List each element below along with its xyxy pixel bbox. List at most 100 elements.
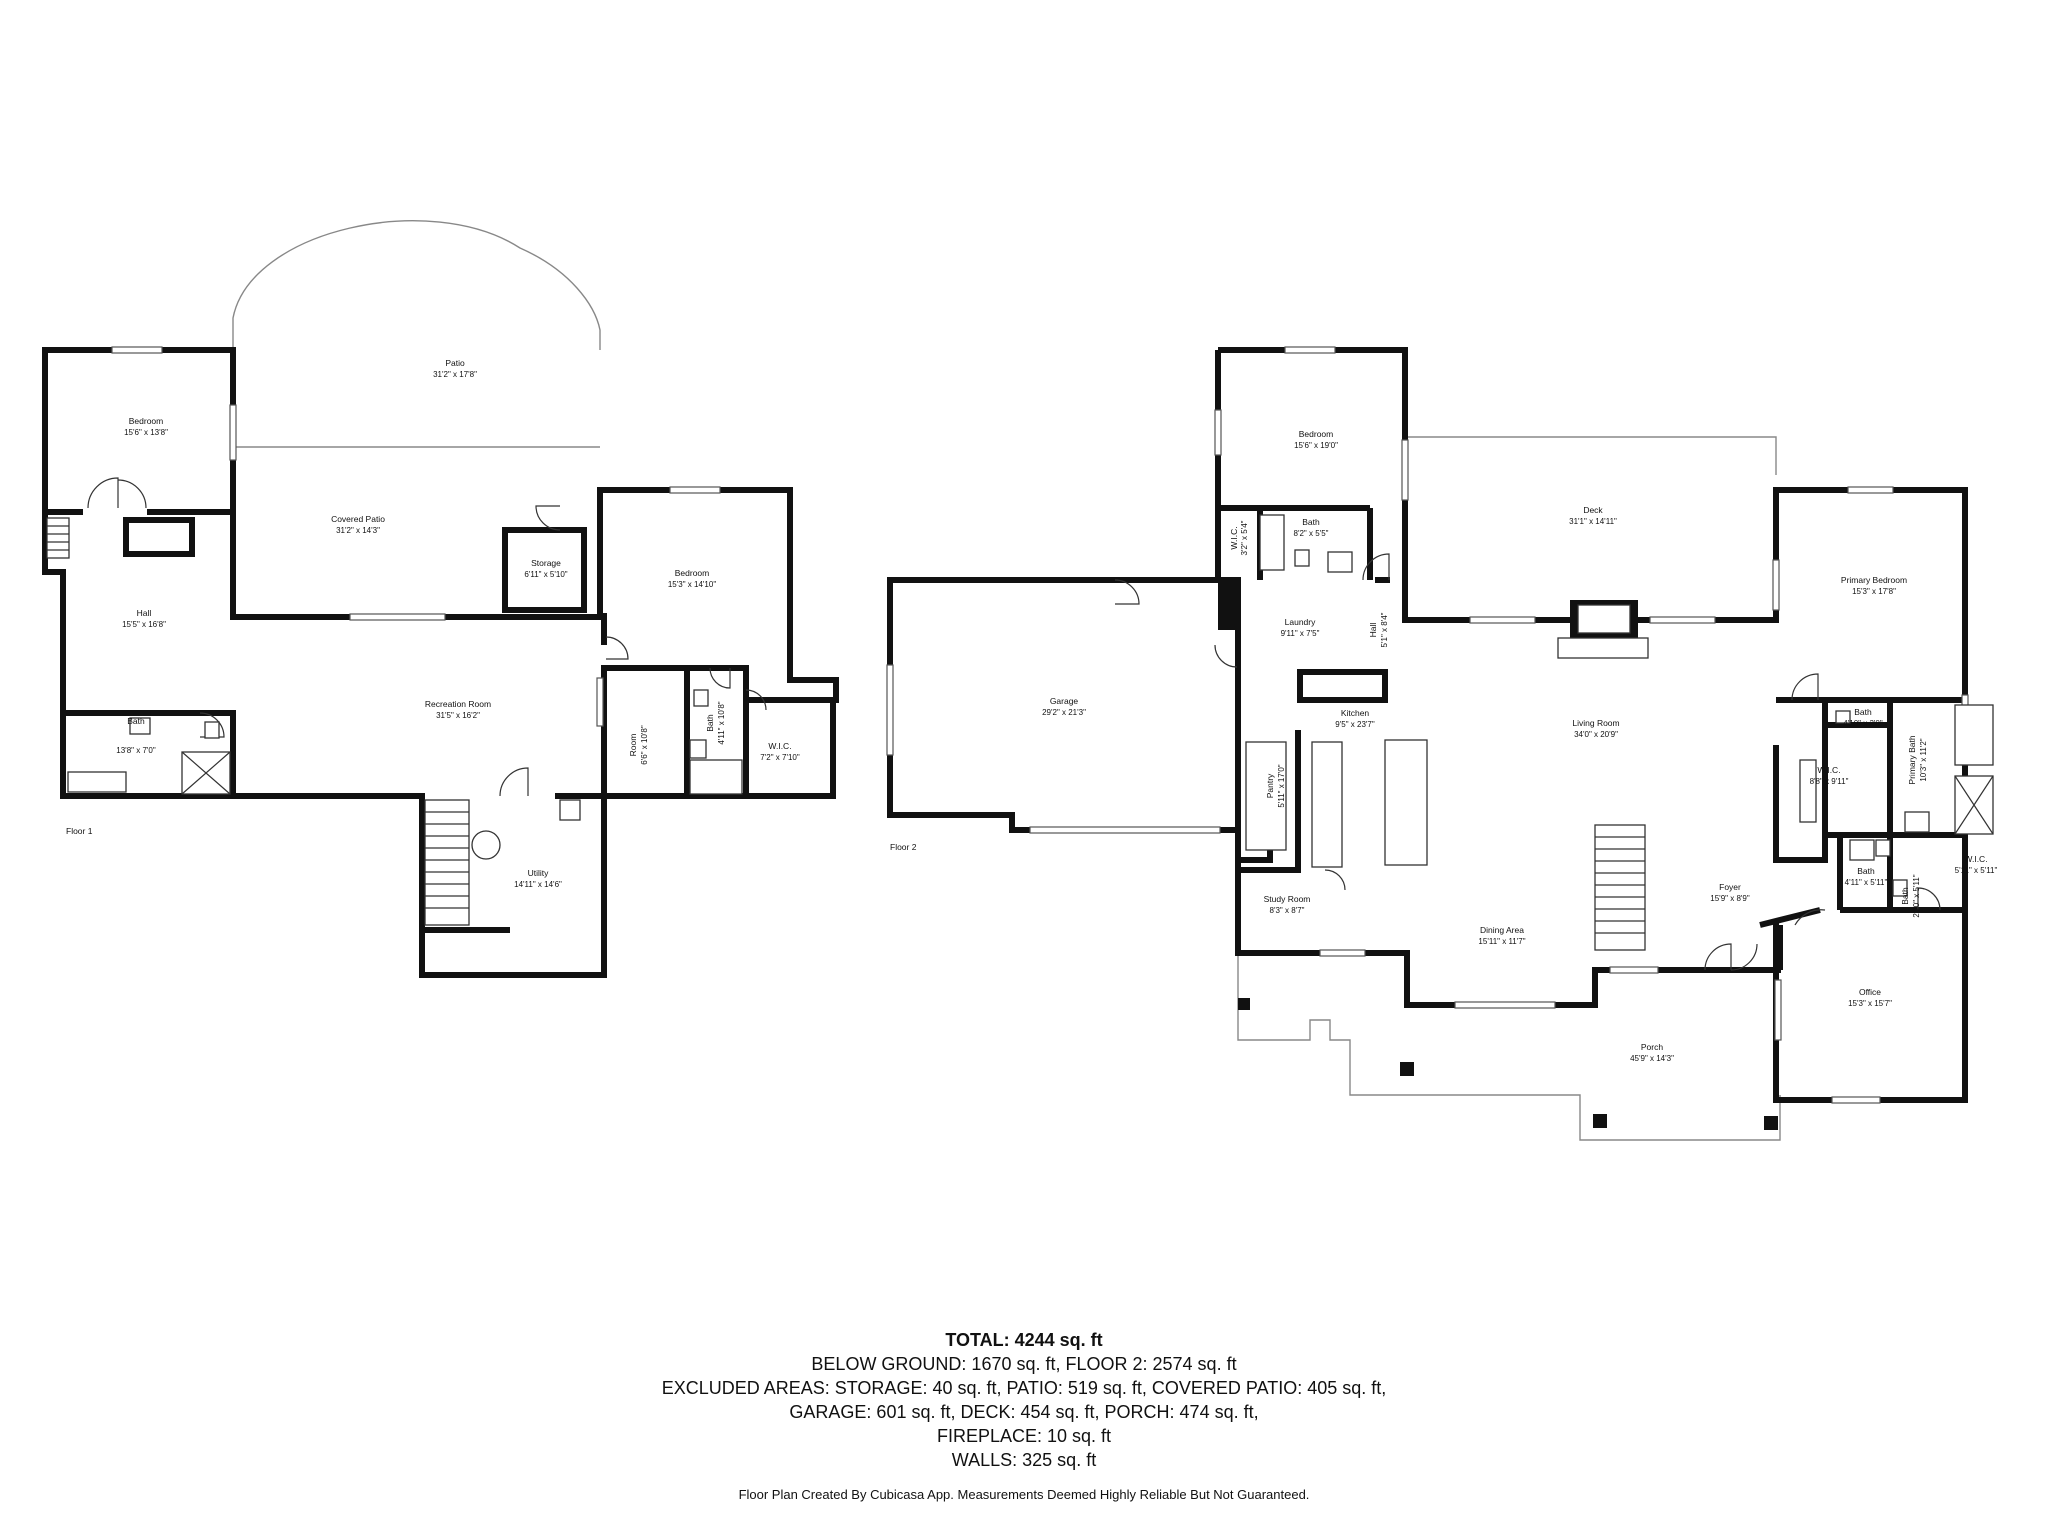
room-dimensions: 8'8" x 9'11"	[1810, 777, 1849, 786]
room-name: Covered Patio	[331, 514, 385, 524]
room-dimensions: 15'11" x 11'7"	[1478, 937, 1525, 946]
window	[1214, 409, 1222, 456]
room-name: Bath	[705, 714, 715, 732]
room-dimensions: 29'2" x 21'3"	[1042, 708, 1086, 717]
room-name: Kitchen	[1341, 708, 1370, 718]
room-dimensions: 5'11" x 5'11"	[1955, 866, 1998, 875]
room-dimensions: 9'11" x 7'5"	[1281, 629, 1320, 638]
room-dimensions: 15'9" x 8'9"	[1710, 894, 1750, 903]
room-name: Bedroom	[1299, 429, 1334, 439]
stairs	[1594, 824, 1646, 951]
floor-1-label: Floor 1	[66, 826, 93, 836]
room-name: Hall	[137, 608, 152, 618]
room-dimensions: 15'3" x 17'8"	[1852, 587, 1896, 596]
sink	[1327, 551, 1353, 573]
room-dimensions: 31'2" x 14'3"	[336, 526, 380, 535]
porch-post	[1593, 1114, 1607, 1128]
room-name: Hall	[1368, 623, 1378, 638]
room-name: Utility	[528, 868, 550, 878]
room-name: Bath	[1302, 517, 1320, 527]
window	[1649, 616, 1716, 624]
window	[1772, 559, 1780, 611]
toilet	[204, 721, 220, 739]
room-dimensions: 31'5" x 16'2"	[436, 711, 480, 720]
bathtub	[1259, 514, 1285, 571]
toilet	[1835, 710, 1851, 724]
door	[709, 667, 731, 689]
room-name: W.I.C.	[1229, 526, 1239, 549]
room-dimensions: 8'2" x 5'5"	[1294, 529, 1329, 538]
toilet	[1875, 839, 1891, 857]
door	[1704, 943, 1732, 971]
room-dimensions: 15'6" x 13'8"	[124, 428, 168, 437]
window	[1774, 979, 1782, 1041]
door	[1362, 553, 1390, 581]
garage-door	[1029, 826, 1221, 834]
door	[535, 505, 561, 531]
window	[1847, 486, 1894, 494]
floor-2-interior-walls	[1220, 505, 1968, 980]
window	[886, 664, 894, 756]
stairs	[46, 517, 70, 559]
area-summary: TOTAL: 4244 sq. ft BELOW GROUND: 1670 sq…	[0, 1328, 2048, 1472]
utility-unit	[559, 799, 581, 821]
floor-2-label: Floor 2	[890, 842, 917, 852]
sliding-door	[349, 613, 446, 621]
room-name: Dining Area	[1480, 925, 1524, 935]
patio-outline	[232, 220, 601, 350]
room-name: Primary Bath	[1907, 735, 1917, 784]
room-name: Office	[1859, 987, 1881, 997]
room-name: Foyer	[1719, 882, 1741, 892]
pantry-shelves	[1245, 741, 1287, 851]
sink	[1904, 811, 1930, 833]
room-name: Room	[628, 734, 638, 757]
room-dimensions: 6'11" x 5'10"	[524, 570, 567, 579]
room-dimensions: 9'5" x 23'7"	[1335, 720, 1375, 729]
room-labels: Floor 1 Floor 2 Bedroom 15'6" x 13'8" Pa…	[66, 358, 1998, 1063]
porch-post	[1764, 1116, 1778, 1130]
room-name: Recreation Room	[425, 699, 491, 709]
room-name: Pantry	[1265, 773, 1275, 798]
door	[745, 689, 767, 711]
room-dimensions: 31'1" x 14'11"	[1569, 517, 1617, 526]
hearth	[1557, 637, 1649, 659]
stairs	[424, 799, 470, 926]
door	[87, 477, 119, 509]
window	[111, 346, 163, 354]
shower-cross	[181, 751, 231, 795]
shower-cross	[1954, 775, 1994, 835]
window	[669, 486, 721, 494]
window	[1831, 1096, 1881, 1104]
room-name: Laundry	[1285, 617, 1316, 627]
room-dimensions: 10'3" x 11'2"	[1919, 738, 1928, 781]
kitchen-island	[1384, 739, 1428, 866]
room-dimensions: 15'3" x 14'10"	[668, 580, 716, 589]
sink	[129, 717, 151, 735]
floor-1-interior-walls	[45, 509, 833, 933]
room-name: Bedroom	[129, 416, 164, 426]
door	[117, 479, 147, 509]
window	[229, 404, 237, 461]
room-dimensions: 6'6" x 10'8"	[640, 725, 649, 765]
deck-outline	[1405, 436, 1777, 475]
summary-line: BELOW GROUND: 1670 sq. ft, FLOOR 2: 2574…	[811, 1354, 1237, 1374]
floor-2	[886, 346, 1994, 1141]
kitchen-counter	[1311, 741, 1343, 868]
door	[1114, 579, 1140, 605]
bathtub	[689, 759, 743, 795]
room-name: W.I.C.	[1964, 854, 1987, 864]
closet-rod	[1799, 759, 1817, 823]
room-dimensions: 45'9" x 14'3"	[1630, 1054, 1674, 1063]
room-dimensions: 31'2" x 17'8"	[433, 370, 477, 379]
sink	[689, 739, 707, 759]
room-name: Bedroom	[675, 568, 710, 578]
room-dimensions: 4'10" x 3'0"	[1843, 719, 1883, 728]
toilet	[1294, 549, 1310, 567]
summary-line: WALLS: 325 sq. ft	[951, 1450, 1097, 1470]
window	[1454, 1001, 1556, 1009]
summary-line: FIREPLACE: 10 sq. ft	[936, 1426, 1112, 1446]
room-name: Porch	[1641, 1042, 1663, 1052]
room-dimensions: 4'11" x 10'8"	[717, 701, 726, 744]
room-dimensions: 8'3" x 8'7"	[1270, 906, 1305, 915]
